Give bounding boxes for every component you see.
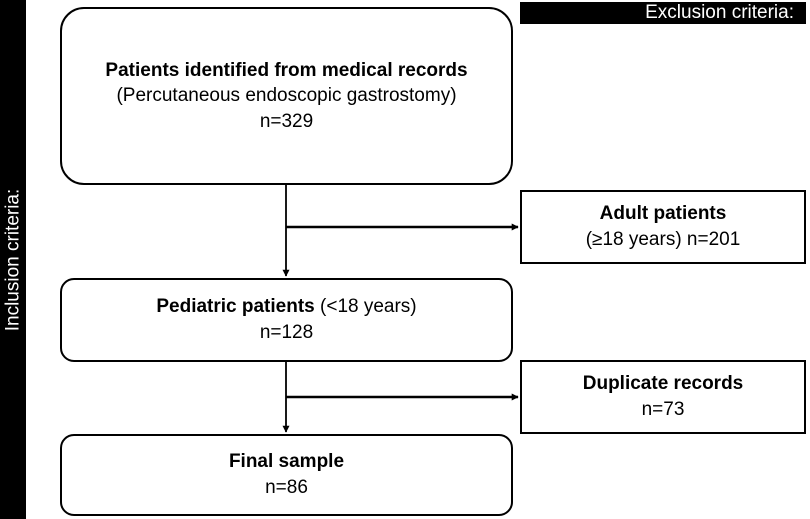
- identified-patients-box: Patients identified from medical records…: [60, 7, 513, 185]
- identified-patients-count: n=329: [259, 110, 314, 132]
- inclusion-criteria-sidebar: Inclusion criteria:: [0, 0, 26, 519]
- pediatric-patients-title: Pediatric patients: [156, 296, 315, 318]
- duplicate-records-box: Duplicate records n=73: [520, 360, 806, 434]
- pediatric-patients-qualifier: (<18 years): [320, 296, 417, 318]
- duplicate-records-title: Duplicate records: [582, 373, 744, 395]
- pediatric-patients-count: n=128: [259, 322, 314, 343]
- identified-patients-subtitle: (Percutaneous endoscopic gastrostomy): [116, 85, 457, 107]
- pediatric-patients-line: Pediatric patients (<18 years): [156, 294, 416, 320]
- adult-patients-box: Adult patients (≥18 years) n=201: [520, 190, 806, 264]
- adult-patients-title: Adult patients: [599, 203, 727, 225]
- pediatric-patients-box: Pediatric patients (<18 years) n=128: [60, 278, 513, 362]
- adult-patients-detail: (≥18 years) n=201: [585, 229, 741, 250]
- identified-patients-title: Patients identified from medical records: [105, 59, 468, 81]
- final-sample-box: Final sample n=86: [60, 434, 513, 516]
- final-sample-count: n=86: [265, 477, 308, 498]
- final-sample-title: Final sample: [228, 451, 345, 473]
- exclusion-criteria-header: Exclusion criteria:: [520, 2, 806, 24]
- duplicate-records-count: n=73: [641, 399, 685, 420]
